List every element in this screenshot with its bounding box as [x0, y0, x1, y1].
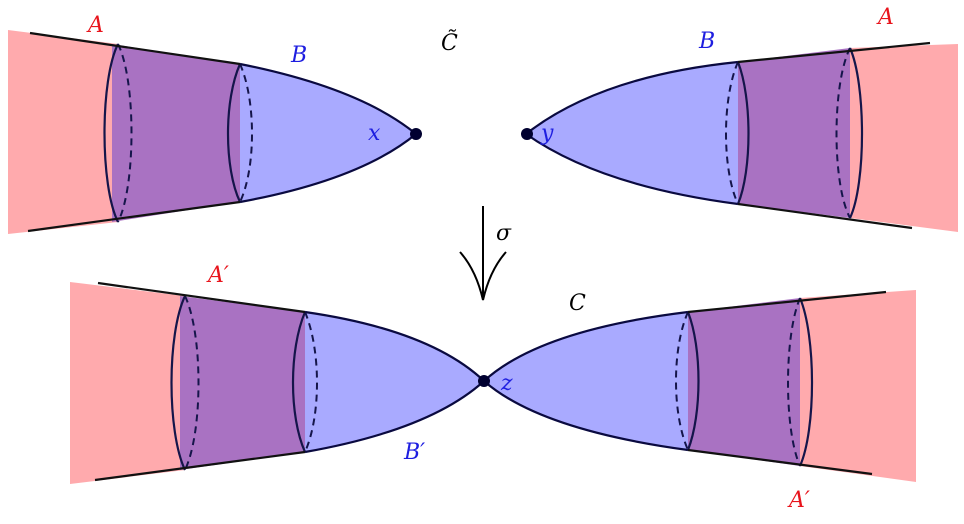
bottom-left-region-a [70, 282, 185, 484]
label-map: σ [496, 221, 512, 246]
label-top-left-a: A [86, 13, 104, 38]
top-left-ring-inner-back [239, 63, 253, 203]
bottom-right-ring-outer-back [787, 297, 801, 467]
top-left-boundary-lower [27, 200, 241, 233]
label-top-right-b: B [698, 29, 715, 54]
top-left-ring-outer-back [117, 43, 133, 223]
top-right-boundary-upper [737, 41, 931, 64]
bottom-left-ring-inner-front [291, 311, 307, 453]
label-point-x: x [368, 121, 381, 146]
bottom-left-region-overlap [180, 296, 305, 470]
bottom-left-ring-inner-back [304, 311, 318, 453]
bottom-right-ring-outer-front [798, 297, 814, 467]
label-top-left-b: B [290, 43, 307, 68]
top-right-ring-inner-front [736, 61, 750, 205]
top-right-ring-outer-back [835, 47, 851, 219]
bottom-right-boundary-lower [687, 448, 873, 476]
top-right-branch [521, 41, 958, 232]
top-left-region-overlap [112, 44, 240, 222]
top-left-region-b [240, 64, 416, 202]
bottom-left-branch [70, 281, 486, 484]
top-right-region-a [850, 44, 958, 232]
point-x-dot-icon [410, 128, 422, 140]
bottom-right-branch [478, 290, 916, 482]
label-point-z: z [500, 371, 513, 396]
bottom-right-ring-inner-front [686, 311, 700, 451]
top-right-ring-inner-back [725, 61, 739, 205]
bottom-left-boundary-lower [94, 450, 306, 482]
label-bottom-right-a: A′ [787, 488, 810, 513]
down-arrow-icon [459, 206, 507, 301]
top-left-ring-inner-front [226, 63, 242, 203]
top-right-boundary-lower [737, 202, 913, 230]
top-right-ring-outer-front [848, 47, 864, 219]
label-bottom-curve: C [569, 291, 586, 316]
label-top-curve: C̃ [441, 30, 458, 56]
bottom-left-region-b [305, 312, 484, 452]
top-left-branch [8, 30, 422, 234]
bottom-right-ring-inner-back [675, 311, 689, 451]
bottom-right-boundary-upper [687, 290, 887, 314]
point-y-dot-icon [521, 128, 533, 140]
bottom-right-region-b [484, 312, 688, 450]
top-right-region-b [526, 62, 738, 204]
bottom-right-region-overlap [688, 298, 800, 466]
label-top-right-a: A [876, 5, 894, 30]
label-bottom-left-b: B′ [403, 440, 425, 465]
bottom-right-region-a [800, 290, 916, 482]
bottom-left-ring-outer-back [184, 295, 200, 471]
label-bottom-left-a: A′ [206, 263, 229, 288]
top-right-region-overlap [738, 48, 850, 218]
top-left-ring-outer-front [103, 43, 119, 223]
top-left-region-a [8, 30, 118, 234]
top-left-boundary-upper [29, 31, 241, 66]
bottom-left-ring-outer-front [170, 295, 186, 471]
label-point-y: y [540, 121, 554, 146]
point-z-dot-icon [478, 375, 490, 387]
bottom-left-boundary-upper [97, 281, 306, 314]
